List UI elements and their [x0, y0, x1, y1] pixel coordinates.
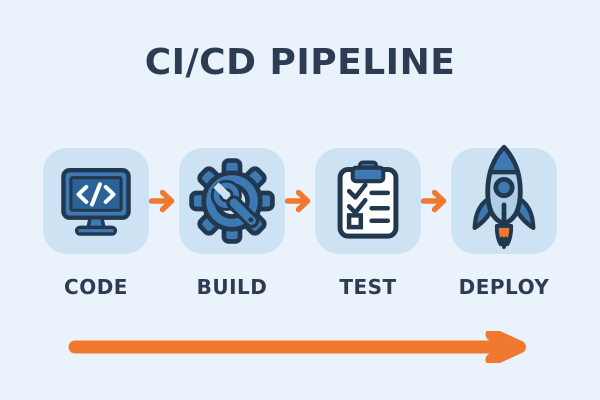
stage-test-tile: [315, 148, 421, 254]
flow-arrow-icon: [285, 148, 315, 254]
checklist-icon: [323, 156, 413, 246]
stage-test: TEST: [315, 148, 421, 299]
pipeline-stage-row: CODE: [0, 144, 600, 299]
rocket-icon: [456, 141, 552, 261]
stage-deploy-tile: [451, 144, 557, 254]
stage-deploy: DEPLOY: [451, 144, 557, 299]
timeline-arrow-icon: [68, 328, 543, 367]
stage-test-label: TEST: [339, 275, 397, 299]
code-monitor-icon: [52, 157, 140, 245]
stage-code-tile: [43, 148, 149, 254]
stage-code: CODE: [43, 148, 149, 299]
page-title: CI/CD PIPELINE: [144, 42, 456, 83]
flow-arrow-icon: [421, 148, 451, 254]
stage-build-label: BUILD: [196, 275, 268, 299]
gear-wrench-icon: [185, 154, 279, 248]
stage-build: BUILD: [179, 148, 285, 299]
stage-deploy-label: DEPLOY: [458, 275, 550, 299]
stage-build-tile: [179, 148, 285, 254]
flow-arrow-icon: [149, 148, 179, 254]
stage-code-label: CODE: [64, 275, 128, 299]
